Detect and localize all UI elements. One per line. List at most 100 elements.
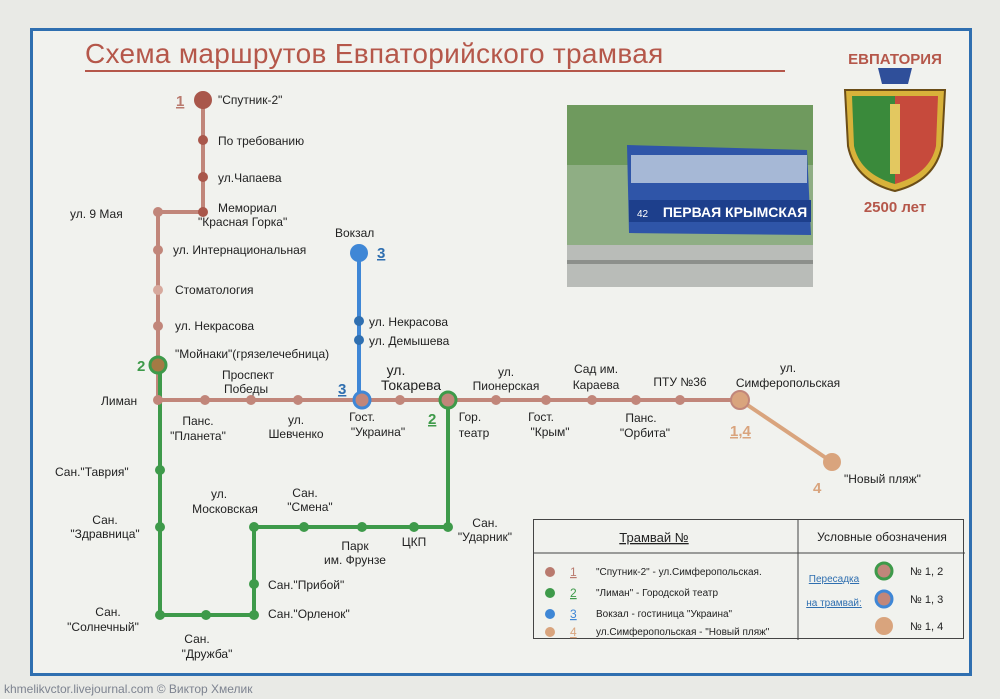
- label-shevchenko-2: Шевченко: [268, 427, 323, 441]
- route-number-3-top: 3: [377, 245, 385, 262]
- label-planeta-1: Панс.: [182, 414, 213, 428]
- label-nekrasova-right: ул. Некрасова: [369, 315, 448, 329]
- route-number-3-mid: 3: [338, 381, 346, 398]
- label-udarnik-2: "Ударник": [458, 530, 512, 544]
- stop-nekrasova-right: [354, 316, 364, 326]
- label-may9: ул. 9 Мая: [70, 207, 123, 221]
- stop-stomat: [153, 285, 163, 295]
- label-udarnik-1: Сан.: [472, 516, 497, 530]
- legend-transfer-marker-14: [875, 617, 893, 635]
- legend-num-1: 1: [570, 565, 577, 579]
- label-druzhba-2: "Дружба": [182, 647, 233, 661]
- label-zdravnitsa-2: "Здравница": [70, 527, 139, 541]
- label-tskp: ЦКП: [402, 535, 427, 549]
- legend-marker-1: [545, 567, 555, 577]
- route-2-line: [158, 365, 450, 617]
- legend-text-2: "Лиман" - Городской театр: [596, 588, 719, 599]
- label-internats: ул. Интернациональная: [173, 243, 306, 257]
- label-prospekt-2: Победы: [224, 382, 268, 396]
- label-priboy: Сан."Прибой": [268, 578, 344, 592]
- stop-nekrasova-left: [153, 321, 163, 331]
- stop-chapaeva: [198, 172, 208, 182]
- stop-orbita: [631, 395, 641, 405]
- legend-transfer-label-12: № 1, 2: [910, 566, 943, 578]
- stop-liman: [153, 395, 163, 405]
- stop-krym: [541, 395, 551, 405]
- label-novy-plyazh: "Новый пляж": [844, 472, 921, 486]
- legend-text-1: "Спутник-2" - ул.Симферопольская.: [596, 566, 762, 578]
- label-pioner-2: Пионерская: [473, 379, 540, 393]
- map-frame: [30, 28, 972, 676]
- label-ptu36: ПТУ №36: [653, 375, 706, 389]
- label-moynaki: "Мойнаки"(грязелечебница): [175, 347, 329, 361]
- label-shevchenko-1: ул.: [288, 413, 304, 427]
- label-smena-1: Сан.: [292, 486, 317, 500]
- stop-po-treb: [198, 135, 208, 145]
- label-ukraina-2: "Украина": [351, 425, 405, 439]
- label-pioner-1: ул.: [498, 365, 514, 379]
- legend-marker-3: [545, 609, 555, 619]
- stop-moskovskaya: [249, 522, 259, 532]
- label-prospekt-1: Проспект: [222, 368, 275, 382]
- label-moskovskaya-2: Московская: [192, 502, 258, 516]
- route-number-2-mid: 2: [428, 411, 436, 428]
- legend-marker-2: [545, 588, 555, 598]
- tram-number: 42: [637, 209, 649, 220]
- label-simf-1: ул.: [780, 361, 796, 375]
- legend: Трамвай № Условные обозначения 1 "Спутни…: [533, 519, 965, 640]
- label-smena-2: "Смена": [287, 500, 332, 514]
- legend-transfer-label-14: № 1, 4: [910, 621, 943, 633]
- stop-ptu36: [675, 395, 685, 405]
- stop-teatr-transfer: [438, 390, 458, 410]
- stop-karaeva: [587, 395, 597, 405]
- label-demysheva: ул. Демышева: [369, 334, 450, 348]
- stop-simferopolskaya-transfer: [730, 390, 750, 410]
- legend-transfer-marker-13: [874, 589, 894, 609]
- legend-marker-4: [545, 627, 555, 637]
- stop-tokareva: [395, 395, 405, 405]
- label-po-treb: По требованию: [218, 134, 304, 148]
- stop-shevchenko: [293, 395, 303, 405]
- stop-prospekt: [246, 395, 256, 405]
- legend-transfer-1: Пересадка: [809, 574, 860, 585]
- stop-ukraina-transfer: [352, 390, 372, 410]
- label-chapaeva: ул.Чапаева: [218, 171, 282, 185]
- label-zdravnitsa-1: Сан.: [92, 513, 117, 527]
- label-tavriya: Сан."Таврия": [55, 465, 129, 479]
- stop-priboy: [249, 579, 259, 589]
- route-number-1: 1: [176, 93, 184, 110]
- stop-sputnik2: [194, 91, 212, 109]
- label-park-1: Парк: [341, 539, 369, 553]
- stop-solnechny: [155, 610, 165, 620]
- label-memorial-1: Мемориал: [218, 201, 277, 215]
- legend-num-2: 2: [570, 586, 577, 600]
- label-druzhba-1: Сан.: [184, 632, 209, 646]
- label-vokzal: Вокзал: [335, 226, 374, 240]
- label-tokareva-2: Токарева: [381, 377, 441, 393]
- label-sputnik2: "Спутник-2": [218, 93, 282, 107]
- legend-transfer-marker-12: [874, 561, 894, 581]
- city-crest: ЕВПАТОРИЯ 2500 лет: [830, 46, 960, 216]
- stop-pionerskaya: [491, 395, 501, 405]
- label-krym-2: "Крым": [530, 425, 569, 439]
- label-stomat: Стоматология: [175, 283, 254, 297]
- label-park-2: им. Фрунзе: [324, 553, 386, 567]
- label-simf-2: Симферопольская: [736, 376, 840, 390]
- label-solnechny-1: Сан.: [95, 605, 120, 619]
- stop-moynaki-transfer: [148, 355, 168, 375]
- stop-tavriya: [155, 465, 165, 475]
- label-nekrasova-left: ул. Некрасова: [175, 319, 254, 333]
- stop-planeta: [200, 395, 210, 405]
- label-sad-1: Сад им.: [574, 362, 618, 376]
- legend-num-3: 3: [570, 607, 577, 621]
- stop-udarnik: [443, 522, 453, 532]
- legend-text-3: Вокзал - гостиница "Украина": [596, 609, 733, 620]
- stop-orlenok: [249, 610, 259, 620]
- map-title: Схема маршрутов Евпаторийского трамвая: [85, 38, 664, 69]
- stop-zdravnitsa: [155, 522, 165, 532]
- stop-demysheva: [354, 335, 364, 345]
- label-teatr-2: театр: [459, 426, 490, 440]
- stop-internats: [153, 245, 163, 255]
- label-solnechny-2: "Солнечный": [67, 620, 139, 634]
